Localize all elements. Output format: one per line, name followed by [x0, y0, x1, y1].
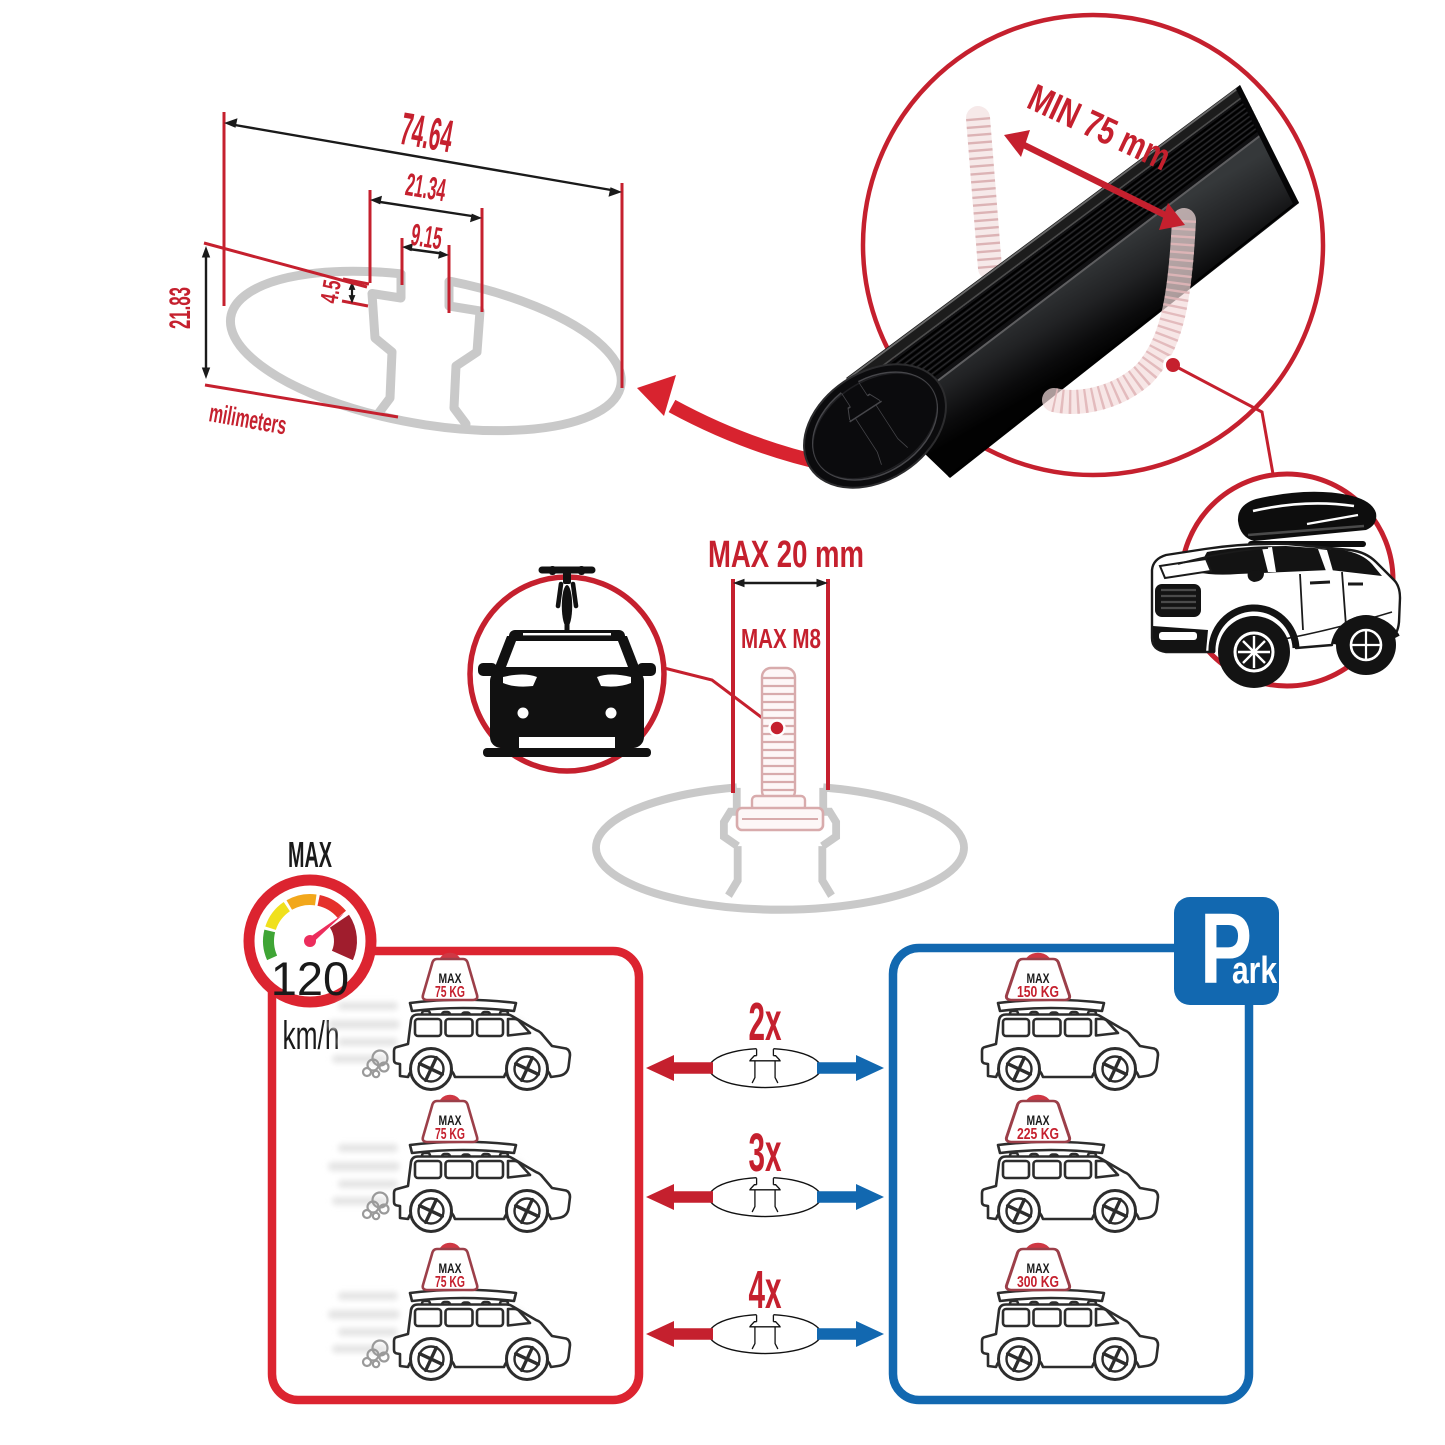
min-span-label: MIN 75 mm — [1021, 77, 1177, 179]
bar-profile-icon — [708, 1177, 822, 1218]
right-arrow-head-icon — [856, 1321, 884, 1347]
suv-side-icon — [394, 1290, 570, 1380]
dim-slot-depth: 4.5 — [315, 277, 370, 308]
weight-max-label: MAX — [1027, 971, 1050, 986]
gauge-arc — [263, 894, 357, 961]
cross-bar — [792, 85, 1299, 504]
quantity-label: 2x — [749, 992, 782, 1052]
left-arrow-head-icon — [646, 1184, 674, 1210]
units-label: milimeters — [207, 397, 289, 440]
exhaust-puffs-icon — [361, 1339, 390, 1369]
dim-total-height-value: 21.83 — [164, 287, 197, 329]
suv-side-icon — [394, 1142, 570, 1232]
dim-slot-outer-extensions — [368, 190, 484, 312]
max-bolt-label: MAX M8 — [741, 623, 821, 654]
quantity-row-2x: 2x — [646, 992, 884, 1089]
moving-panel — [267, 946, 644, 1405]
speed-max-label: MAX — [288, 834, 332, 875]
u-bolt-front-leg — [1042, 208, 1196, 414]
gauge-needle — [308, 913, 345, 944]
parked-car-2: MAX 225 KG — [982, 1098, 1158, 1232]
dim-slot-depth-value: 4.5 — [315, 278, 347, 306]
connector-to-bolt — [663, 666, 774, 728]
weight-max-label: MAX — [439, 971, 462, 986]
speed-value: 120 — [271, 952, 349, 1005]
suv-illustration — [1150, 491, 1402, 688]
moving-car-2: MAX 75 KG — [328, 1098, 570, 1232]
dim-slot-inner-extensions — [400, 238, 451, 313]
dim-total-width: 74.64 — [224, 102, 622, 197]
bike-car-view — [467, 566, 667, 774]
load-section: MAX 120 km/h P ark 2x — [243, 834, 1279, 1405]
park-sign-ark: ark — [1232, 950, 1278, 992]
mount-diagram: MAX 20 mm MAX M8 — [467, 534, 964, 910]
park-sign-p: P — [1200, 893, 1252, 1005]
right-arrow-head-icon — [856, 1055, 884, 1081]
quantity-row-3x: 3x — [646, 1123, 884, 1218]
weight-value: 75 KG — [435, 1274, 465, 1291]
u-bolt-rear-leg — [966, 106, 1002, 280]
quantity-label: 3x — [749, 1123, 782, 1183]
quantity-label: 4x — [749, 1260, 782, 1320]
parked-car-3: MAX 300 KG — [982, 1246, 1158, 1380]
right-arrow-head-icon — [856, 1184, 884, 1210]
bar-profile-icon — [708, 1314, 822, 1355]
moving-car-1: MAX 75 KG — [328, 956, 570, 1090]
car-front-icon — [478, 566, 656, 757]
suv-roofbox-view — [1150, 471, 1402, 689]
cross-section-diagram: 74.64 21.34 9.15 4.5 — [164, 102, 626, 440]
weight-value: 150 KG — [1017, 984, 1059, 1001]
parked-panel — [888, 943, 1254, 1405]
detail-circle — [860, 12, 1326, 478]
left-arrow-head-icon — [646, 1321, 674, 1347]
exhaust-puffs-icon — [361, 1049, 390, 1079]
suv-side-icon — [982, 1142, 1158, 1232]
mount-bolt — [735, 666, 825, 832]
weight-max-label: MAX — [1027, 1261, 1050, 1276]
bar-detail-view: MIN 75 mm — [637, 12, 1402, 689]
weight-value: 225 KG — [1017, 1126, 1059, 1143]
left-arrow-head-icon — [646, 1055, 674, 1081]
max-width-label: MAX 20 mm — [708, 534, 864, 576]
max-width-dimension: MAX 20 mm MAX M8 — [708, 534, 864, 793]
weight-value: 75 KG — [435, 984, 465, 1001]
weight-max-label: MAX — [439, 1261, 462, 1276]
suv-side-icon — [982, 1290, 1158, 1380]
dim-total-height: 21.83 — [164, 241, 399, 419]
dim-slot-inner: 9.15 — [402, 217, 449, 259]
exhaust-puffs-icon — [361, 1191, 390, 1221]
dim-slot-outer: 21.34 — [370, 166, 482, 223]
dim-total-width-extensions — [222, 112, 624, 388]
weight-max-label: MAX — [1027, 1113, 1050, 1128]
quantity-rows: 2x 3x 4x — [646, 992, 884, 1355]
moving-car-3: MAX 75 KG — [328, 1246, 570, 1380]
quantity-row-4x: 4x — [646, 1260, 884, 1355]
bar-profile-icon — [708, 1048, 822, 1089]
suv-side-icon — [982, 1000, 1158, 1090]
cross-section-profile — [226, 266, 626, 436]
parked-car-1: MAX 150 KG — [982, 956, 1158, 1090]
speed-limit-gauge: MAX 120 km/h — [243, 834, 377, 1058]
weight-value: 75 KG — [435, 1126, 465, 1143]
park-sign: P ark — [1174, 893, 1279, 1005]
dim-total-width-value: 74.64 — [397, 102, 457, 162]
suv-side-icon — [394, 1000, 570, 1090]
park-sign-board — [1174, 897, 1279, 1005]
dim-slot-outer-value: 21.34 — [403, 166, 448, 208]
dim-slot-inner-value: 9.15 — [409, 217, 445, 256]
weight-value: 300 KG — [1017, 1274, 1059, 1291]
weight-max-label: MAX — [439, 1113, 462, 1128]
connector-to-suv — [1172, 363, 1275, 475]
